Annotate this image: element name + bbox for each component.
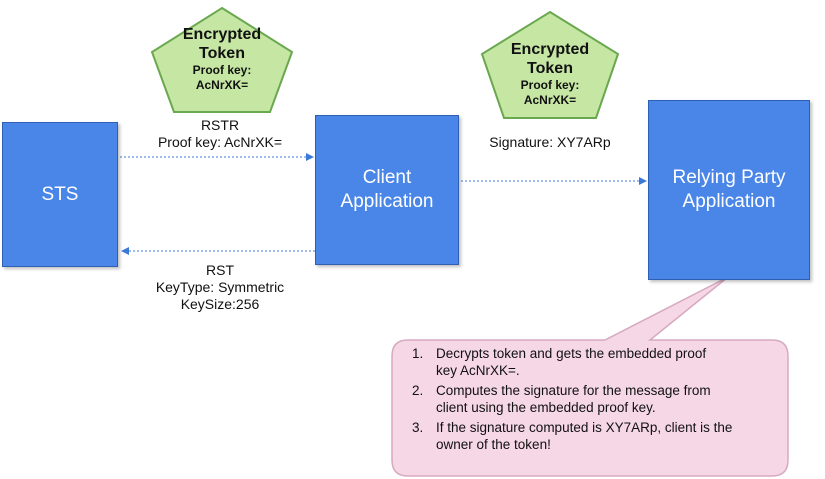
token-left-text: Encrypted Token Proof key: AcNrXK= <box>162 25 282 93</box>
rstr-label: RSTR Proof key: AcNrXK= <box>140 117 300 151</box>
relying-party-label-line2: Application <box>682 191 776 212</box>
token-right-pentagon <box>480 10 620 119</box>
callout-step-3: 3. If the signature computed is XY7ARp, … <box>402 419 772 453</box>
callout-step-text: Computes the signature for the message f… <box>436 383 711 398</box>
token-left-proof-label: Proof key: <box>192 63 252 77</box>
callout-step-1: 1. Decrypts token and gets the embedded … <box>402 345 772 379</box>
callout-step-text: key AcNrXK=. <box>436 363 520 378</box>
rst-line2: KeyType: Symmetric <box>155 279 285 295</box>
rstr-line1: RSTR <box>200 117 240 133</box>
callout-step-number: 1. <box>412 346 424 361</box>
sts-box: STS <box>2 122 118 267</box>
client-label-line2: Application <box>340 191 434 212</box>
token-right-title1: Encrypted <box>510 41 590 58</box>
client-application-box: Client Application <box>315 115 459 265</box>
client-label-line1: Client <box>362 167 412 188</box>
token-right-proof-value: AcNrXK= <box>523 93 577 107</box>
rst-line1: RST <box>206 262 234 278</box>
signature-label: Signature: XY7ARp <box>489 134 611 150</box>
relying-party-label-line1: Relying Party <box>672 167 786 188</box>
token-left-pentagon <box>150 6 294 113</box>
token-right-title2: Token <box>527 60 573 77</box>
token-right-text: Encrypted Token Proof key: AcNrXK= <box>490 40 610 108</box>
callout-step-text: Decrypts token and gets the embedded pro… <box>436 346 707 361</box>
callout-step-2: 2. Computes the signature for the messag… <box>402 382 772 416</box>
callout-step-text: owner of the token! <box>436 437 551 452</box>
callout-bubble <box>391 276 789 477</box>
token-right-proof-label: Proof key: <box>520 78 580 92</box>
rstr-line2: Proof key: AcNrXK= <box>157 134 283 150</box>
token-left-title1: Encrypted <box>182 26 262 43</box>
rst-line3: KeySize:256 <box>180 296 260 312</box>
callout-steps: 1. Decrypts token and gets the embedded … <box>402 345 772 456</box>
token-left-title2: Token <box>199 45 245 62</box>
callout-step-number: 3. <box>412 420 424 435</box>
rst-label: RST KeyType: Symmetric KeySize:256 <box>140 262 300 313</box>
sts-label: STS <box>41 183 79 205</box>
token-left-proof-value: AcNrXK= <box>195 78 249 92</box>
relying-party-box: Relying Party Application <box>648 100 810 280</box>
callout-step-text: If the signature computed is XY7ARp, cli… <box>436 420 733 435</box>
callout-step-text: client using the embedded proof key. <box>436 400 656 415</box>
callout-step-number: 2. <box>412 383 424 398</box>
